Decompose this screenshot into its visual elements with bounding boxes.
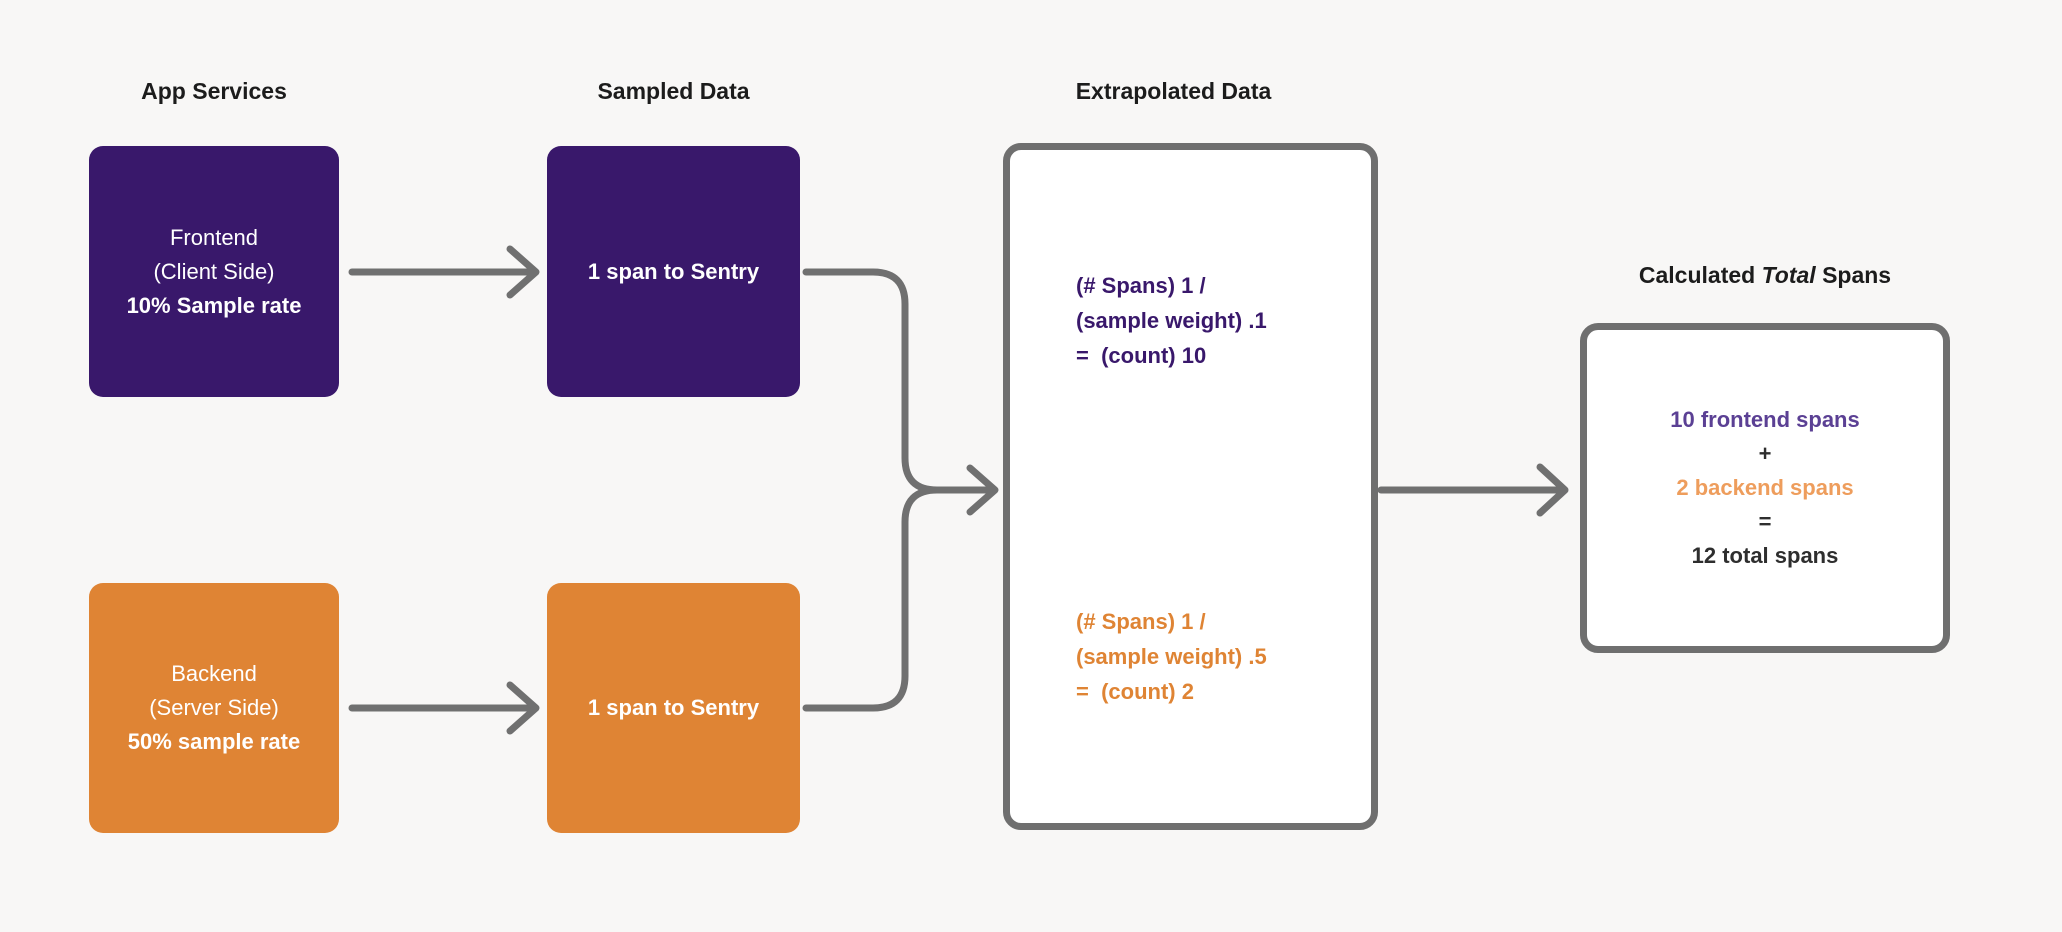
merge-arrow [802,268,999,712]
total-frontend-spans-line: 10 frontend spans [1670,407,1860,432]
frontend-to-sampled-arrow [348,245,540,299]
backend-sampled-node: 1 span to Sentry [547,583,800,833]
calculated-header-prefix: Calculated [1638,262,1756,288]
backend-sample-rate-label: 50% sample rate [127,729,301,754]
sampled-data-header: Sampled Data [597,78,750,104]
extrapolated-data-box: (# Spans) 1 / (sample weight) .1 = (coun… [1003,143,1378,830]
backend-name-label: Backend [171,661,257,686]
frontend-spans-line: (# Spans) 1 / [1076,272,1206,298]
backend-weight-line: (sample weight) .5 [1076,644,1267,669]
calculated-header-suffix: Spans [1822,262,1892,288]
calculated-total-box: 10 frontend spans + 2 backend spans = 12… [1580,323,1950,653]
frontend-service-node: Frontend (Client Side) 10% Sample rate [89,146,339,397]
backend-to-sampled-arrow [348,681,540,735]
calculated-header-italic: Total [1761,262,1816,288]
app-services-header: App Services [141,78,287,104]
total-spans-line: 12 total spans [1691,543,1839,568]
extrapolated-to-calculated-arrow [1377,463,1569,517]
backend-side-label: (Server Side) [149,695,279,720]
calculated-total-spans-header: Calculated Total Spans [1580,262,1950,289]
backend-spans-line: (# Spans) 1 / [1076,609,1206,634]
frontend-sampled-node: 1 span to Sentry [547,146,800,397]
backend-count-line: = (count) 2 [1076,679,1194,704]
backend-service-node: Backend (Server Side) 50% sample rate [89,583,339,833]
extrapolated-backend-calc: (# Spans) 1 / (sample weight) .5 = (coun… [1010,490,1371,823]
total-equals-sign: = [1758,509,1772,534]
frontend-name-label: Frontend [169,224,259,250]
frontend-count-line: = (count) 10 [1076,342,1207,368]
frontend-side-label: (Client Side) [153,258,275,284]
total-backend-spans-line: 2 backend spans [1676,475,1854,500]
frontend-sample-rate-label: 10% Sample rate [126,292,302,318]
extrapolated-data-header: Extrapolated Data [1075,78,1272,104]
frontend-weight-line: (sample weight) .1 [1076,307,1267,333]
backend-sampled-label: 1 span to Sentry [587,695,760,720]
extrapolated-frontend-calc: (# Spans) 1 / (sample weight) .1 = (coun… [1010,150,1371,490]
frontend-sampled-label: 1 span to Sentry [587,258,760,284]
total-plus-sign: + [1758,441,1772,466]
